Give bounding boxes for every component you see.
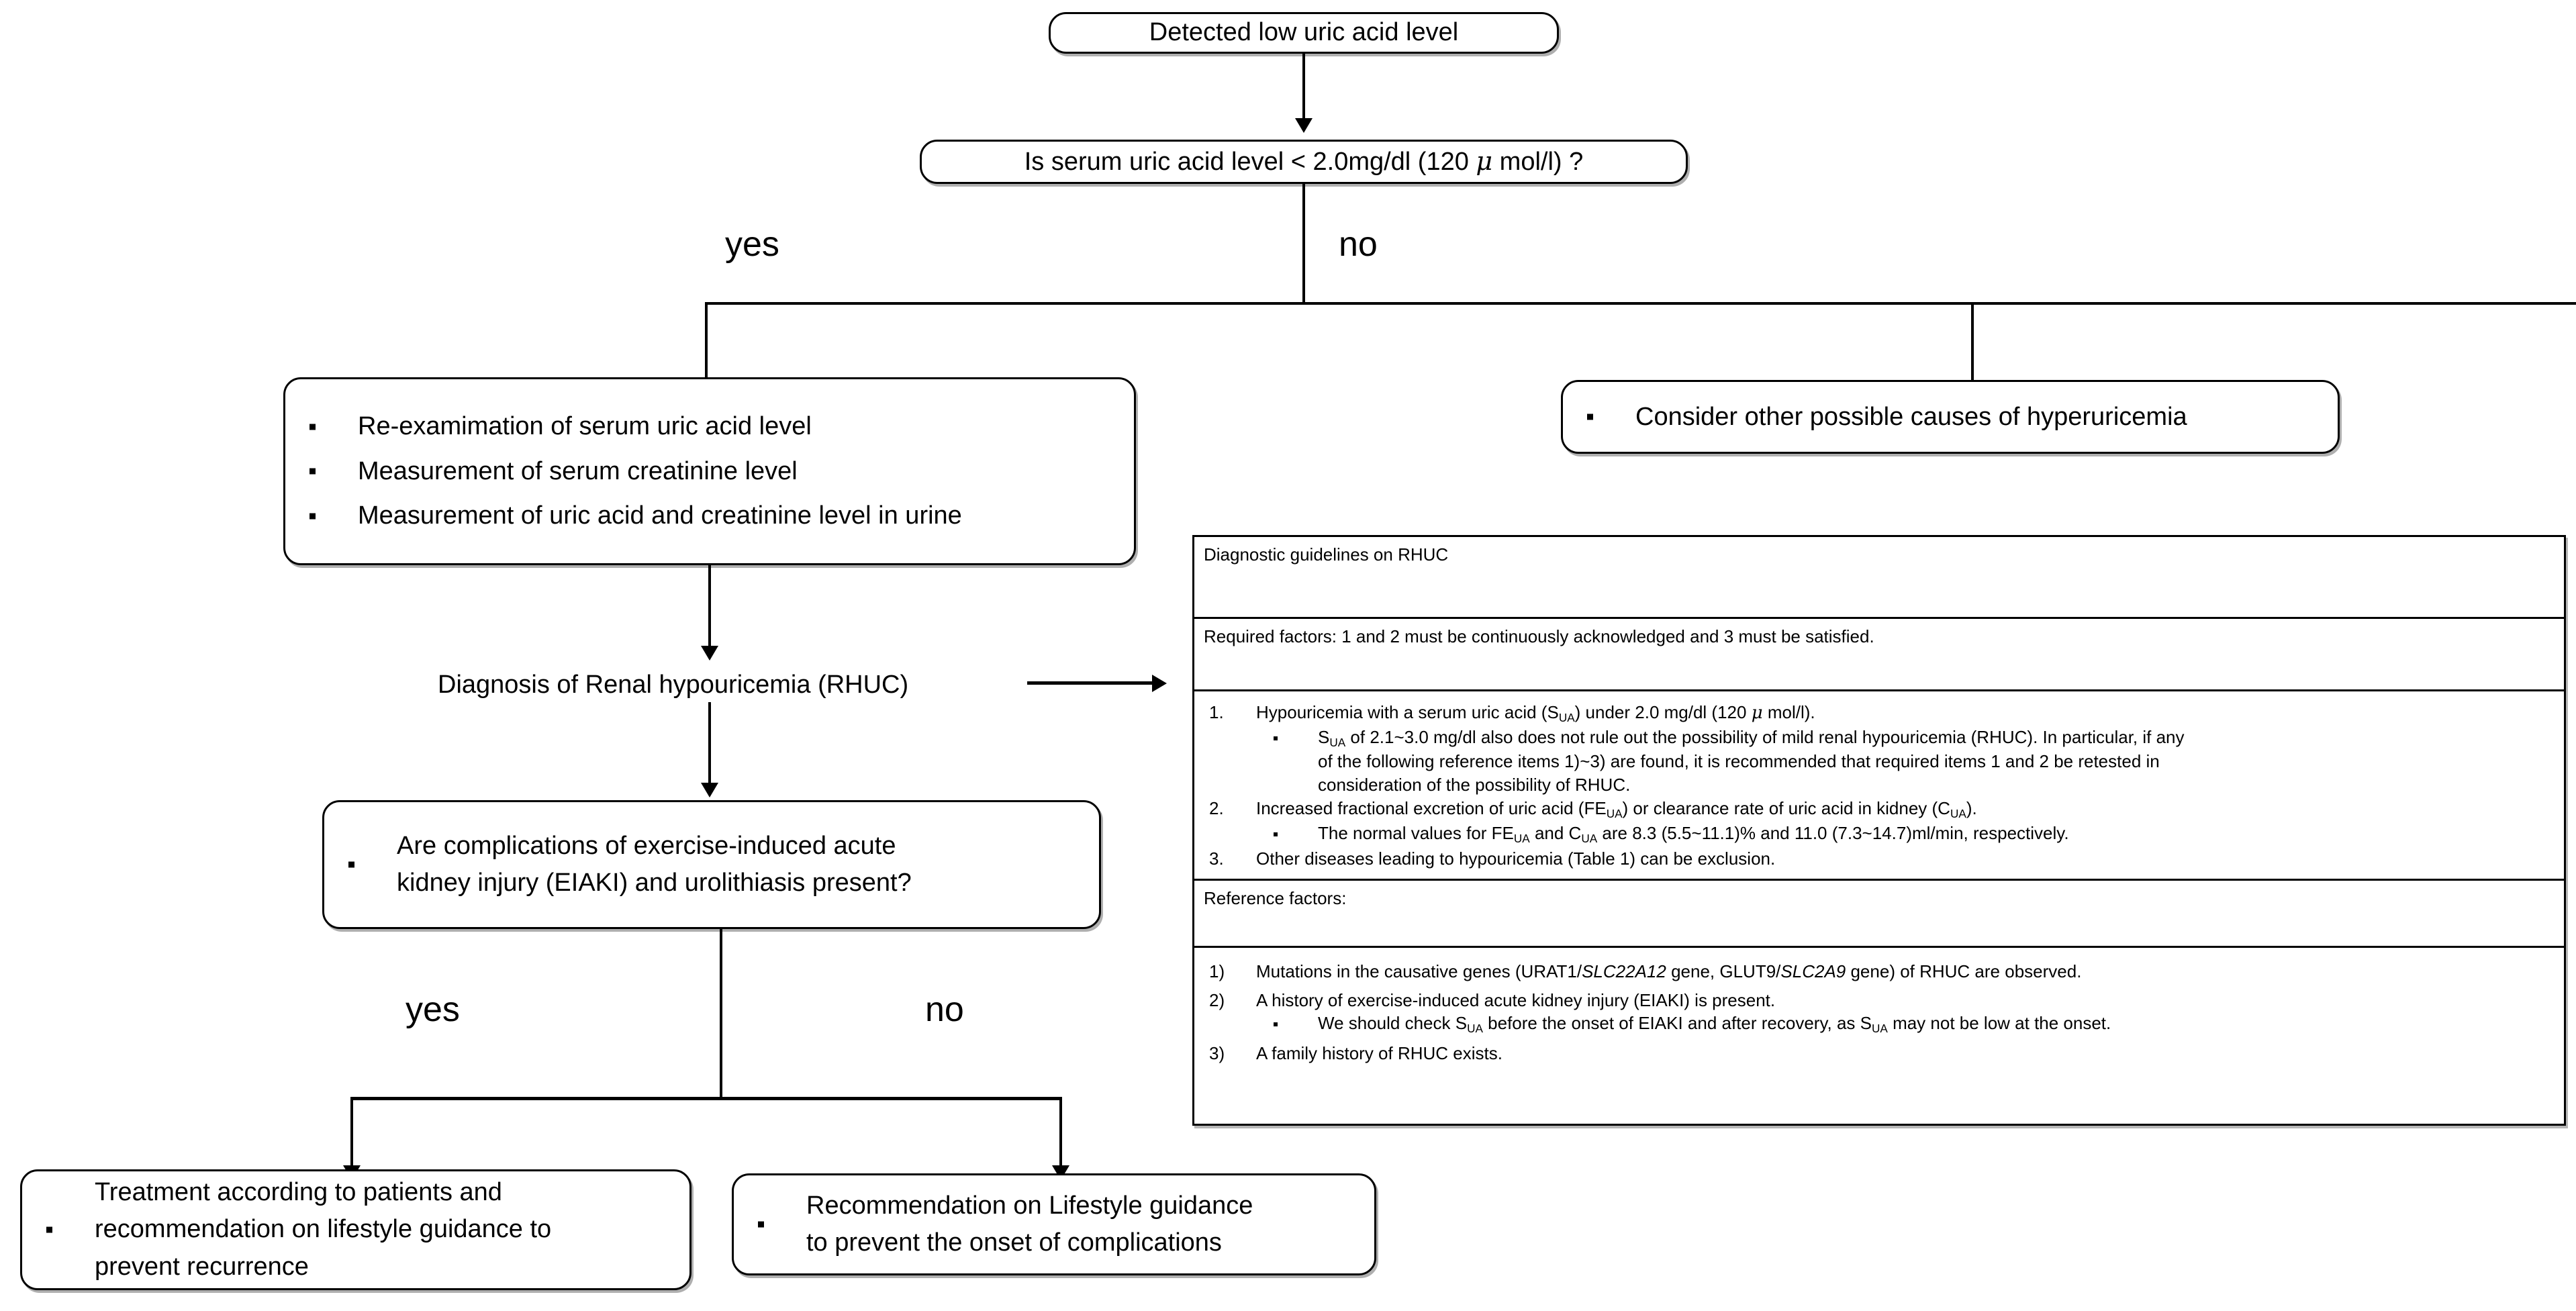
connector-start-to-decision1	[1302, 54, 1305, 121]
sub-item-normal-values: The normal values for FEUA and CUA are 8…	[1318, 822, 2069, 845]
connector-workup-to-diagnosis	[708, 565, 711, 651]
node-decision-complications: Are complications of exercise-induced ac…	[322, 800, 1101, 929]
reference-item-1-marker: 1)	[1209, 961, 1225, 981]
connector-decision1-split-right	[1302, 302, 1974, 305]
branch-label-no-2: no	[925, 990, 964, 1029]
node-outcome-lifestyle: Recommendation on Lifestyle guidance to …	[732, 1173, 1376, 1275]
workup-bullet-list: Re-examimation of serum uric acid level …	[285, 404, 962, 538]
required-item-3-marker: 3.	[1209, 848, 1224, 869]
guidelines-title-row: Diagnostic guidelines on RHUC	[1194, 537, 2564, 619]
outcome-no-list: Recommendation on Lifestyle guidance to …	[734, 1187, 1253, 1261]
reference-item-3: 3) A family history of RHUC exists.	[1204, 1042, 2555, 1065]
sub-item-line-1: SUA of 2.1~3.0 mg/dl also does not rule …	[1318, 726, 2185, 749]
list-item: Treatment according to patients and reco…	[22, 1174, 551, 1285]
sub-item: SUA of 2.1~3.0 mg/dl also does not rule …	[1256, 726, 2555, 797]
connector-no2-down	[1059, 1097, 1062, 1171]
outcome-yes-list: Treatment according to patients and reco…	[22, 1174, 551, 1285]
guidelines-reference-header: Reference factors:	[1204, 888, 1347, 908]
node-start-label: Detected low uric acid level	[1149, 18, 1459, 47]
reference-item-2-sublist: We should check SUA before the onset of …	[1256, 1012, 2555, 1036]
required-item-1-text: Hypouricemia with a serum uric acid (SUA…	[1256, 702, 1815, 724]
guidelines-reference-header-row: Reference factors:	[1194, 881, 2564, 948]
required-item-1-sublist: SUA of 2.1~3.0 mg/dl also does not rule …	[1256, 726, 2555, 797]
outcome-yes-line-1: Treatment according to patients and	[95, 1178, 502, 1207]
guidelines-required-items-row: 1. Hypouricemia with a serum uric acid (…	[1194, 691, 2564, 881]
guidelines-required-header: Required factors: 1 and 2 must be contin…	[1204, 626, 1874, 646]
arrowhead-decision1	[1295, 118, 1313, 133]
guidelines-required-header-row: Required factors: 1 and 2 must be contin…	[1194, 619, 2564, 691]
connector-decision2-stem	[720, 929, 722, 1100]
node-decision-uric-acid-threshold: Is serum uric acid level < 2.0mg/dl (120…	[920, 140, 1688, 184]
arrowhead-guidelines	[1152, 675, 1167, 692]
guidelines-reference-items-row: 1) Mutations in the causative genes (URA…	[1194, 948, 2564, 1122]
sub-item-line-3: consideration of the possibility of RHUC…	[1318, 774, 1631, 795]
required-factors-list: 1. Hypouricemia with a serum uric acid (…	[1204, 701, 2555, 870]
connector-decision2-split	[350, 1097, 1062, 1100]
outcome-yes-line-2: recommendation on lifestyle guidance to	[95, 1215, 552, 1244]
reference-factors-list: 1) Mutations in the causative genes (URA…	[1204, 960, 2555, 1065]
connector-no1-down	[1971, 302, 1974, 385]
node-workup: Re-examimation of serum uric acid level …	[283, 377, 1136, 565]
connector-decision1-stem	[1302, 184, 1305, 305]
list-item: Recommendation on Lifestyle guidance to …	[734, 1187, 1253, 1261]
required-item-2-marker: 2.	[1209, 798, 1224, 819]
list-item: Measurement of uric acid and creatinine …	[285, 493, 962, 538]
connector-yes2-down	[350, 1097, 353, 1171]
decision2-line-2: kidney injury (EIAKI) and urolithiasis p…	[397, 869, 912, 897]
required-item-2-sublist: The normal values for FEUA and CUA are 8…	[1256, 822, 2555, 846]
branch-label-yes-2: yes	[406, 990, 460, 1029]
sub-item-check-sua: We should check SUA before the onset of …	[1318, 1013, 2111, 1035]
sub-item: We should check SUA before the onset of …	[1256, 1012, 2555, 1036]
outcome-yes-line-3: prevent recurrence	[95, 1252, 309, 1281]
label-diagnosis-rhuc: Diagnosis of Renal hypouricemia (RHUC)	[438, 671, 909, 699]
arrowhead-diagnosis	[701, 646, 718, 661]
branch-label-yes-1: yes	[725, 225, 779, 264]
required-item-3: 3. Other diseases leading to hypouricemi…	[1204, 847, 2555, 871]
node-outcome-treatment: Treatment according to patients and reco…	[20, 1169, 691, 1290]
reference-item-2: 2) A history of exercise-induced acute k…	[1204, 989, 2555, 1036]
connector-diagnosis-to-decision2	[708, 702, 711, 788]
required-item-2-text: Increased fractional excretion of uric a…	[1256, 798, 1977, 821]
required-item-3-text: Other diseases leading to hypouricemia (…	[1256, 848, 1776, 869]
other-causes-list: Consider other possible causes of hyperu…	[1563, 395, 2187, 440]
guidelines-title: Diagnostic guidelines on RHUC	[1204, 544, 1449, 565]
required-item-1: 1. Hypouricemia with a serum uric acid (…	[1204, 701, 2555, 796]
connector-yes1-down	[705, 302, 708, 385]
reference-item-2-text: A history of exercise-induced acute kidn…	[1256, 989, 1776, 1010]
panel-diagnostic-guidelines: Diagnostic guidelines on RHUC Required f…	[1192, 535, 2566, 1126]
reference-item-3-marker: 3)	[1209, 1042, 1225, 1063]
outcome-no-line-1: Recommendation on Lifestyle guidance	[806, 1191, 1253, 1220]
required-item-1-marker: 1.	[1209, 702, 1224, 722]
connector-diagnosis-to-guidelines	[1027, 681, 1159, 685]
list-item: Re-examimation of serum uric acid level	[285, 404, 962, 449]
list-item: Measurement of serum creatinine level	[285, 449, 962, 494]
decision2-line-1: Are complications of exercise-induced ac…	[397, 831, 896, 860]
sub-item: The normal values for FEUA and CUA are 8…	[1256, 822, 2555, 846]
reference-item-3-text: A family history of RHUC exists.	[1256, 1042, 1502, 1063]
node-decision1-label: Is serum uric acid level < 2.0mg/dl (120…	[1024, 146, 1584, 176]
required-item-2: 2. Increased fractional excretion of uri…	[1204, 797, 2555, 846]
outcome-no-line-2: to prevent the onset of complications	[806, 1228, 1222, 1257]
sub-item-line-2: of the following reference items 1)~3) a…	[1318, 751, 2160, 772]
decision2-list: Are complications of exercise-induced ac…	[324, 828, 912, 902]
node-other-causes: Consider other possible causes of hyperu…	[1561, 380, 2340, 454]
list-item: Are complications of exercise-induced ac…	[324, 828, 912, 902]
branch-label-no-1: no	[1339, 225, 1378, 264]
node-start: Detected low uric acid level	[1049, 12, 1559, 54]
reference-item-1: 1) Mutations in the causative genes (URA…	[1204, 960, 2555, 983]
reference-item-1-text: Mutations in the causative genes (URAT1/…	[1256, 961, 2082, 981]
arrowhead-decision2	[701, 783, 718, 797]
list-item: Consider other possible causes of hyperu…	[1563, 395, 2187, 440]
reference-item-2-marker: 2)	[1209, 989, 1225, 1010]
